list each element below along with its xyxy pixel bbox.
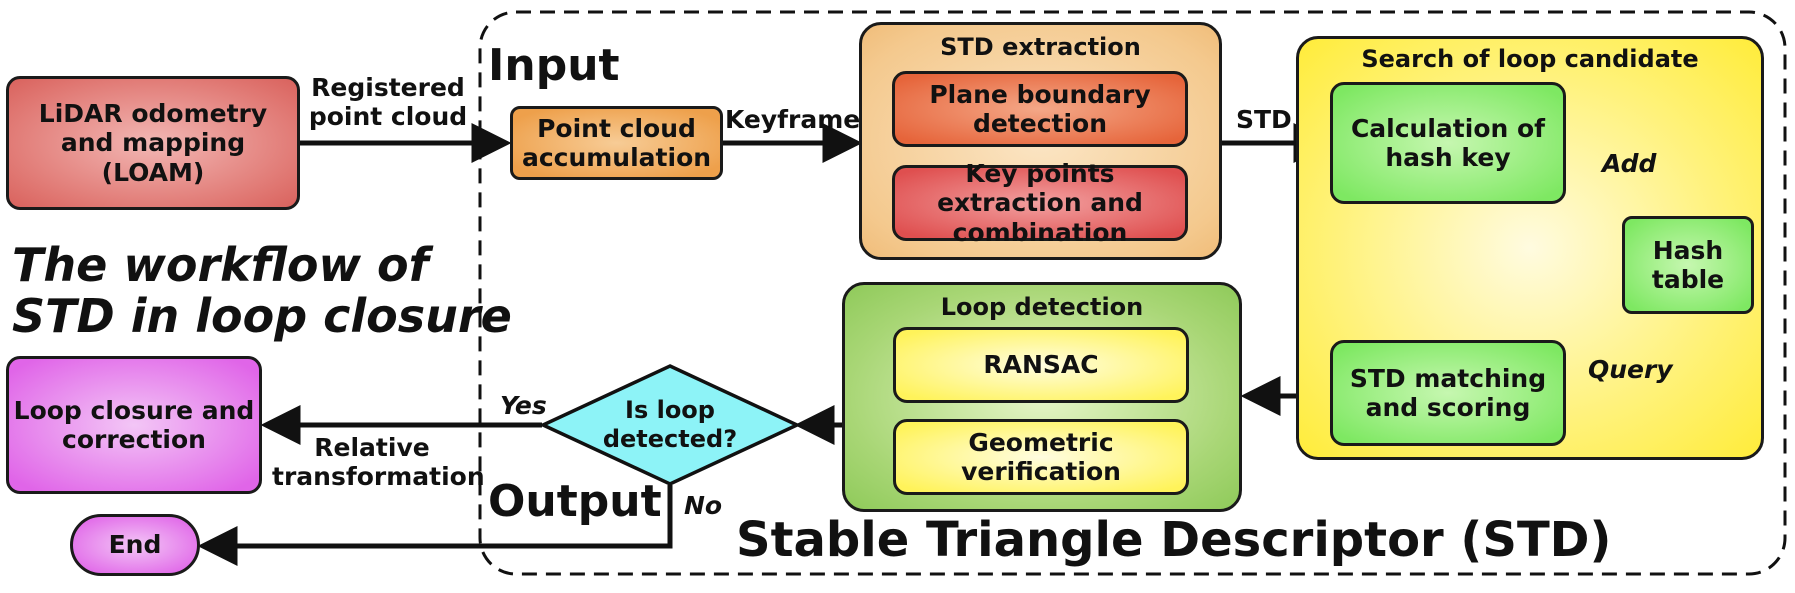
end-label: End: [108, 530, 162, 560]
no-label: No: [684, 491, 723, 520]
loop-detection-title: Loop detection: [940, 293, 1144, 321]
query-label: Query: [1588, 355, 1673, 384]
input-label: Input: [488, 40, 620, 91]
std-frame-border: [478, 10, 1787, 576]
caption-line2: STD in loop closure: [12, 288, 512, 343]
geometric-label: Geometric verification: [961, 427, 1121, 487]
hash-table-box[interactable]: Hash table: [1622, 216, 1754, 314]
loop-closure-label: Loop closure and correction: [13, 395, 255, 455]
plane-boundary-label: Plane boundary detection: [929, 79, 1151, 139]
end-box[interactable]: End: [70, 514, 200, 576]
search-title: Search of loop candidate: [1361, 45, 1699, 73]
std-extraction-group: STD extraction Plane boundary detection …: [859, 22, 1222, 260]
add-label: Add: [1602, 149, 1657, 178]
decision-diamond: [538, 364, 802, 486]
hash-key-label: Calculation of hash key: [1350, 113, 1546, 173]
keyframe-label: Keyframe: [725, 105, 861, 134]
hash-table-label: Hash table: [1651, 235, 1725, 295]
matching-box[interactable]: STD matching and scoring: [1330, 340, 1566, 446]
yes-label: Yes: [500, 391, 547, 420]
ransac-box[interactable]: RANSAC: [893, 327, 1189, 403]
std-extraction-title: STD extraction: [940, 33, 1141, 61]
key-points-box[interactable]: Key points extraction and combination: [892, 159, 1188, 247]
decision-label: Is loop detected?: [602, 396, 738, 453]
hash-key-box[interactable]: Calculation of hash key: [1330, 82, 1566, 204]
loop-closure-box[interactable]: Loop closure and correction: [6, 356, 262, 494]
std-frame-title: Stable Triangle Descriptor (STD): [736, 512, 1612, 568]
output-label: Output: [488, 476, 662, 527]
relative-transformation-label: Relative transformation: [272, 433, 485, 491]
workflow-caption: The workflow of STD in loop closure: [12, 240, 512, 341]
geometric-box[interactable]: Geometric verification: [893, 419, 1189, 495]
caption-line1: The workflow of: [12, 238, 429, 292]
registered-point-cloud-label: Registered point cloud: [308, 73, 468, 131]
plane-boundary-box[interactable]: Plane boundary detection: [892, 71, 1188, 147]
key-points-label: Key points extraction and combination: [937, 158, 1143, 247]
matching-label: STD matching and scoring: [1349, 363, 1547, 423]
accumulation-box[interactable]: Point cloud accumulation: [510, 106, 723, 180]
arrow-decision-to-end: [197, 485, 673, 566]
std-edge-label: STD: [1236, 105, 1292, 134]
loam-label: LiDAR odometry and mapping (LOAM): [38, 98, 268, 187]
accumulation-label: Point cloud accumulation: [521, 113, 712, 173]
loam-box[interactable]: LiDAR odometry and mapping (LOAM): [6, 76, 300, 210]
ransac-label: RANSAC: [983, 350, 1099, 380]
loop-detection-group: Loop detection RANSAC Geometric verifica…: [842, 282, 1242, 512]
